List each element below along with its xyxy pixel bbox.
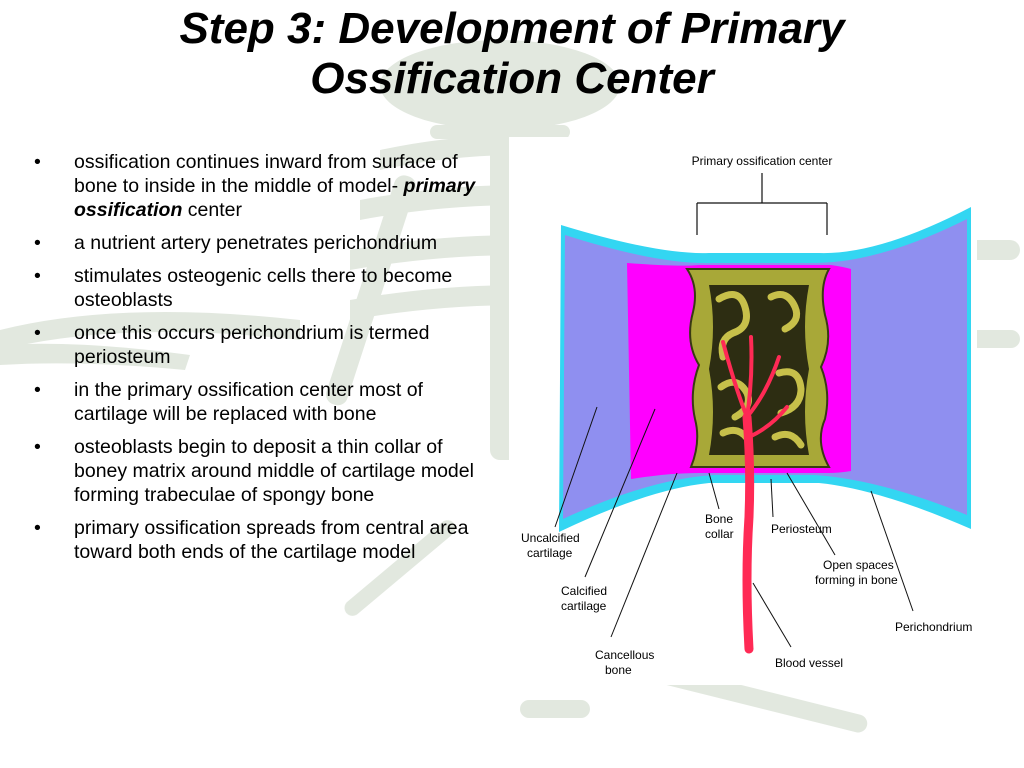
bullet-text: in the primary ossification center most … [74,379,423,425]
bullet-text-tail: center [182,199,242,221]
ossification-diagram: Primary ossification center [509,137,977,685]
bullet-marker: • [34,322,41,344]
bullet-item: • stimulates osteogenic cells there to be… [30,264,500,312]
bullet-list: • ossification continues inward from surf… [30,150,500,573]
bullet-item: • ossification continues inward from surf… [30,150,500,222]
bullet-text: primary ossification spreads from centra… [74,517,469,563]
label-bone-collar: Bone collar [705,512,736,541]
leader-lines [554,406,914,648]
label-perichondrium: Perichondrium [895,620,972,634]
bullet-item: • once this occurs perichondrium is terme… [30,321,500,369]
bullet-marker: • [34,379,41,401]
header-label: Primary ossification center [692,154,833,168]
blood-vessel [742,412,755,654]
slide-title: Step 3: Development of Primary Ossificat… [0,4,1024,104]
bullet-marker: • [34,151,41,173]
bullet-text: osteoblasts begin to deposit a thin coll… [74,436,474,506]
blood-vessel-branches [721,335,789,439]
title-line-1: Step 3: Development of Primary [179,4,845,53]
bullet-marker: • [34,232,41,254]
label-open-spaces: Open spaces forming in bone [815,558,898,587]
bullet-text: ossification continues inward from surfa… [74,151,458,197]
label-calcified-cartilage: Calcified cartilage [561,584,610,613]
bullet-text: once this occurs perichondrium is termed… [74,322,430,368]
bullet-text: stimulates osteogenic cells there to bec… [74,265,453,311]
bullet-item: • a nutrient artery penetrates perichondr… [30,231,500,255]
label-uncalcified-cartilage: Uncalcified cartilage [521,531,583,560]
bullet-item: • in the primary ossification center most… [30,378,500,426]
label-periosteum: Periosteum [771,522,832,536]
bullet-marker: • [34,265,41,287]
label-blood-vessel: Blood vessel [775,656,843,670]
bullet-emphasis: primary ossification [74,175,476,221]
bullet-marker: • [34,517,41,539]
label-cancellous-bone: Cancellous bone [595,648,658,677]
bullet-item: • primary ossification spreads from centr… [30,516,500,564]
bullet-marker: • [34,436,41,458]
title-line-2: Ossification Center [310,54,714,103]
bullet-item: • osteoblasts begin to deposit a thin col… [30,435,500,507]
bullet-text: a nutrient artery penetrates perichondri… [74,232,438,254]
